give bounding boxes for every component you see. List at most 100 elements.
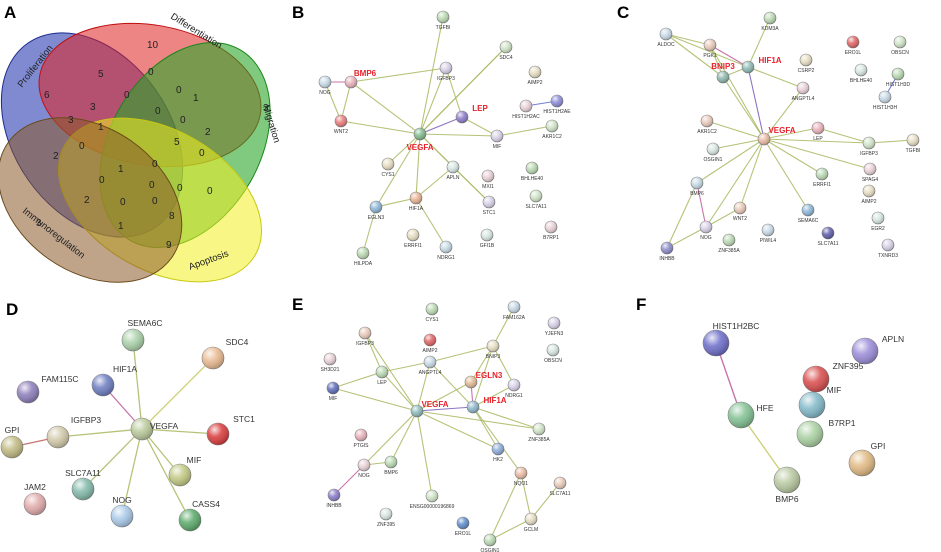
protein-node-shine (414, 128, 426, 140)
protein-node-tgfbi: TGFBI (436, 10, 450, 31)
protein-node-shine (864, 163, 876, 175)
protein-node-shine (701, 115, 713, 127)
protein-node-label: STC1 (483, 210, 496, 216)
protein-node-piwil4: PIWIL4 (760, 223, 776, 244)
protein-node-label: OBSCN (544, 358, 562, 364)
protein-node-shine (207, 423, 229, 445)
protein-node-label: MIF (827, 385, 842, 395)
venn-count: 3 (90, 102, 96, 113)
protein-node-hist1h2ac: HIST1H2AC (512, 99, 540, 120)
protein-node-shine (358, 459, 370, 471)
network-edge (333, 464, 365, 496)
protein-node-hist1h2ae: HIST1H2AE (543, 94, 571, 115)
protein-node-label: EGR2 (871, 226, 885, 232)
protein-node-label: AKR1C2 (697, 129, 717, 135)
protein-node-shine (370, 201, 382, 213)
network-edge (696, 182, 707, 228)
network-edge (666, 226, 707, 249)
protein-node-hist1h3h: HIST1H3H (873, 90, 897, 111)
network-edge (489, 472, 522, 541)
venn-count: 3 (36, 218, 42, 229)
venn-count: 0 (79, 141, 85, 152)
protein-node-label: BNIP3 (711, 62, 735, 71)
protein-node-label: LEP (813, 136, 823, 142)
protein-node-vegfa: VEGFA (406, 127, 434, 152)
protein-node-label: TXNRD3 (878, 253, 898, 259)
protein-node-label: ERO1L (845, 50, 862, 56)
network-edge (416, 410, 499, 450)
protein-node-label: IGFBP3 (356, 341, 374, 347)
protein-node-nog: NOG (699, 220, 713, 241)
protein-node-vegfa: VEGFA (130, 417, 179, 441)
protein-node-label: GFI1B (480, 243, 495, 249)
protein-node-pgk1: PGK1 (703, 38, 717, 59)
protein-node-b7rp1: B7RP1 (543, 220, 559, 241)
network-edge (696, 138, 765, 184)
protein-node-label: HIF1A (113, 364, 137, 374)
network-edge (381, 371, 418, 412)
protein-node-lep: LEP (811, 121, 825, 142)
protein-node-aimp2: AIMP2 (422, 333, 438, 354)
network-edge (763, 138, 870, 144)
protein-node-label: SH3D21 (321, 367, 340, 373)
protein-node-aimp2: AIMP2 (527, 65, 543, 86)
protein-node-label: TGFBI (906, 148, 921, 154)
venn-count: 1 (118, 164, 124, 175)
protein-node-label: IGFBP3 (860, 151, 878, 157)
network-edge (416, 361, 431, 412)
protein-node-shine (661, 242, 673, 254)
protein-node-label: BMP6 (775, 494, 798, 504)
network-panel-b: TGFBINOGBMP6IGFBP3SDC4AIMP2HIST1H2AEHIST… (318, 10, 571, 267)
protein-node-label: HIF1A (758, 56, 781, 65)
protein-node-nqo1: NQO1 (514, 466, 528, 487)
protein-node-shine (547, 344, 559, 356)
network-edge (416, 410, 540, 430)
protein-node-label: BMP6 (384, 470, 398, 476)
protein-node-label: ZNF395 (833, 361, 864, 371)
protein-node-bmp6: BMP6 (773, 466, 801, 504)
network-edge (530, 482, 561, 520)
protein-node-shine (410, 192, 422, 204)
network-edge (340, 81, 352, 122)
protein-node-label: HIST1H2BC (713, 321, 760, 331)
protein-node-label: WNT2 (733, 216, 747, 222)
protein-node-shine (484, 534, 496, 546)
venn-count: 3 (263, 103, 269, 114)
protein-node-shine (847, 36, 859, 48)
protein-node-shine (359, 327, 371, 339)
venn-count: 0 (120, 197, 126, 208)
network-edges (665, 17, 914, 249)
protein-node-gpi: GPI (848, 441, 885, 477)
protein-node-shine (492, 443, 504, 455)
protein-node-label: AIMP2 (422, 348, 437, 354)
protein-node-shine (551, 95, 563, 107)
network-edge (747, 66, 804, 89)
network-edge (364, 332, 418, 412)
protein-node-shine (324, 353, 336, 365)
network-edge (419, 116, 463, 135)
protein-node-shine (533, 423, 545, 435)
network-edge (419, 67, 447, 135)
protein-node-shine (169, 464, 191, 486)
protein-node-label: PGK1 (703, 53, 717, 59)
network-edge (141, 357, 214, 430)
protein-node-hif1a: HIF1A (741, 56, 782, 74)
protein-node-shine (802, 204, 814, 216)
protein-node-shine (491, 130, 503, 142)
protein-node-nog: NOG (357, 458, 371, 479)
protein-node-igfbp3: IGFBP3 (437, 61, 455, 82)
protein-node-obscn: OBSCN (544, 343, 562, 364)
protein-node-vegfa: VEGFA (410, 400, 449, 418)
protein-node-wnt2: WNT2 (334, 114, 348, 135)
protein-node-bnip3: BNIP3 (486, 339, 500, 360)
venn-count: 0 (152, 159, 158, 170)
network-edge (132, 339, 143, 430)
protein-node-label: HFE (757, 403, 774, 413)
network-edge (706, 120, 765, 140)
protein-node-mif: MIF (168, 455, 201, 487)
protein-node-label: ERRFI1 (404, 243, 422, 249)
protein-node-shine (816, 168, 828, 180)
protein-node-shine (907, 134, 919, 146)
protein-node-ero1l: ERO1L (455, 516, 471, 537)
network-edge (350, 67, 447, 83)
